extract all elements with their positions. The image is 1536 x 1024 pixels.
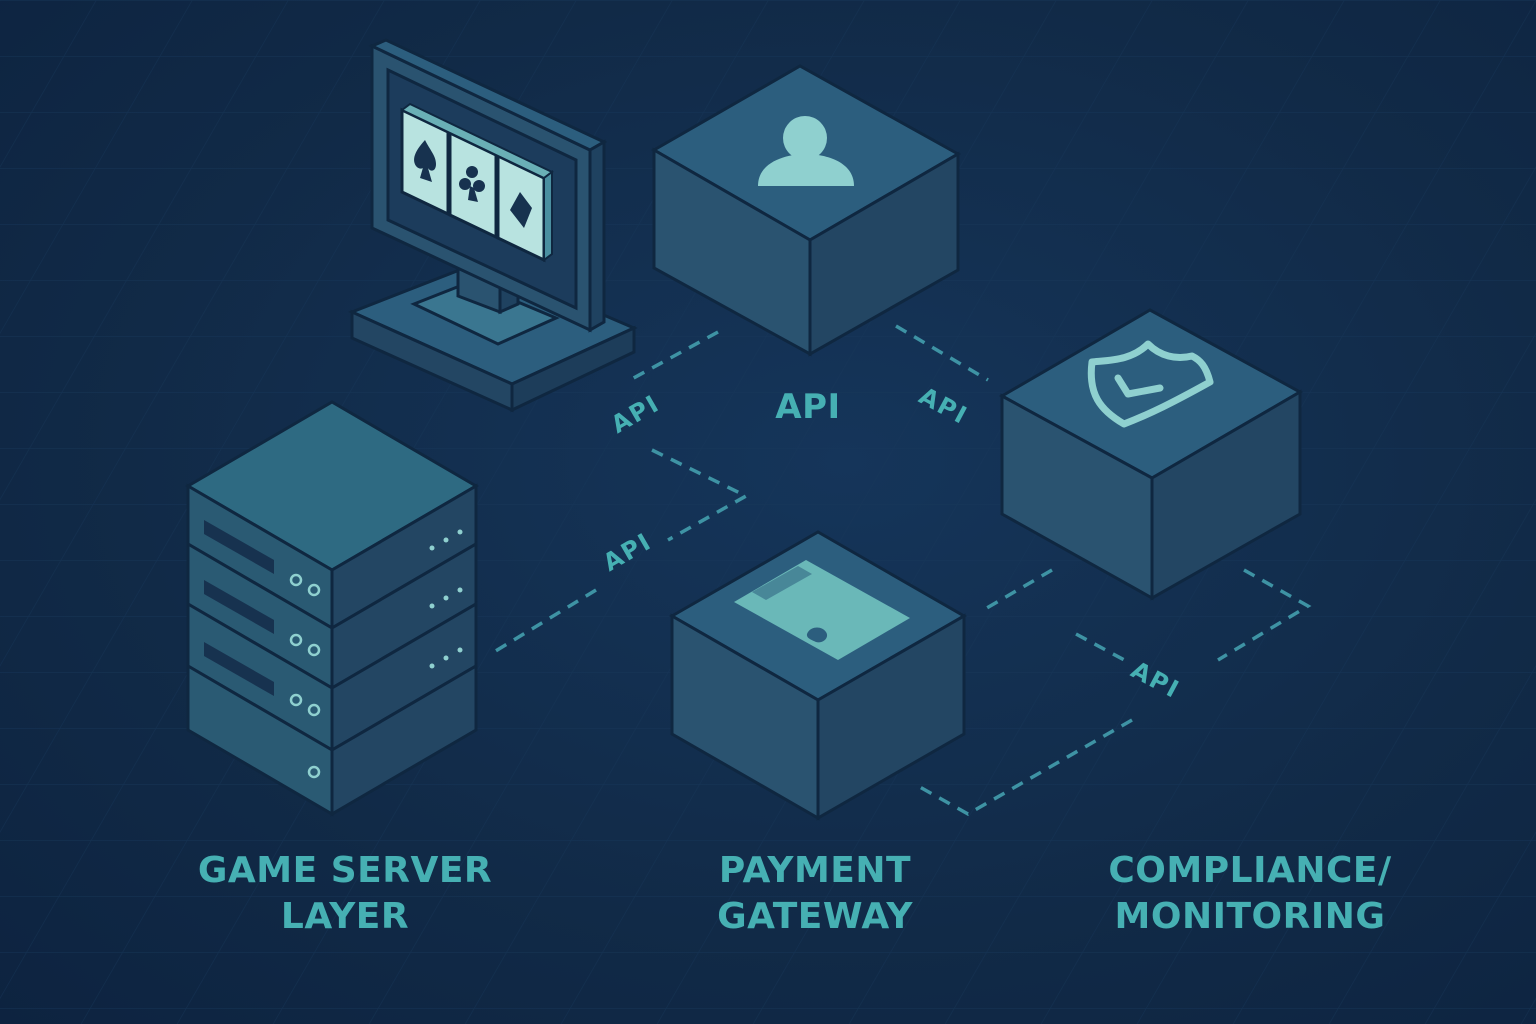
credit-card-icon <box>734 560 910 660</box>
server-rack-icon <box>185 400 479 817</box>
payment-gateway-label: PAYMENT GATEWAY <box>717 850 913 937</box>
connector-player-compliance <box>895 324 989 382</box>
user-icon <box>758 116 854 186</box>
shield-check-icon <box>1087 340 1214 428</box>
slot-machine-monitor-icon <box>348 38 638 413</box>
game-server-layer-label: GAME SERVER LAYER <box>197 850 493 937</box>
connector-payment-compliance-upper <box>979 568 1053 614</box>
compliance-monitoring-label: COMPLIANCE/ MONITORING <box>1108 850 1392 937</box>
connector-compliance-right <box>1217 568 1312 662</box>
payment-cube <box>668 530 968 821</box>
connector-compliance-mid <box>1075 632 1129 664</box>
connector-player-monitor <box>629 330 719 382</box>
player-cube <box>650 64 962 357</box>
player-api-label: API <box>775 387 841 427</box>
connectors <box>493 324 1312 817</box>
connector-payment-bottom <box>917 718 1133 817</box>
compliance-cube <box>998 308 1304 601</box>
